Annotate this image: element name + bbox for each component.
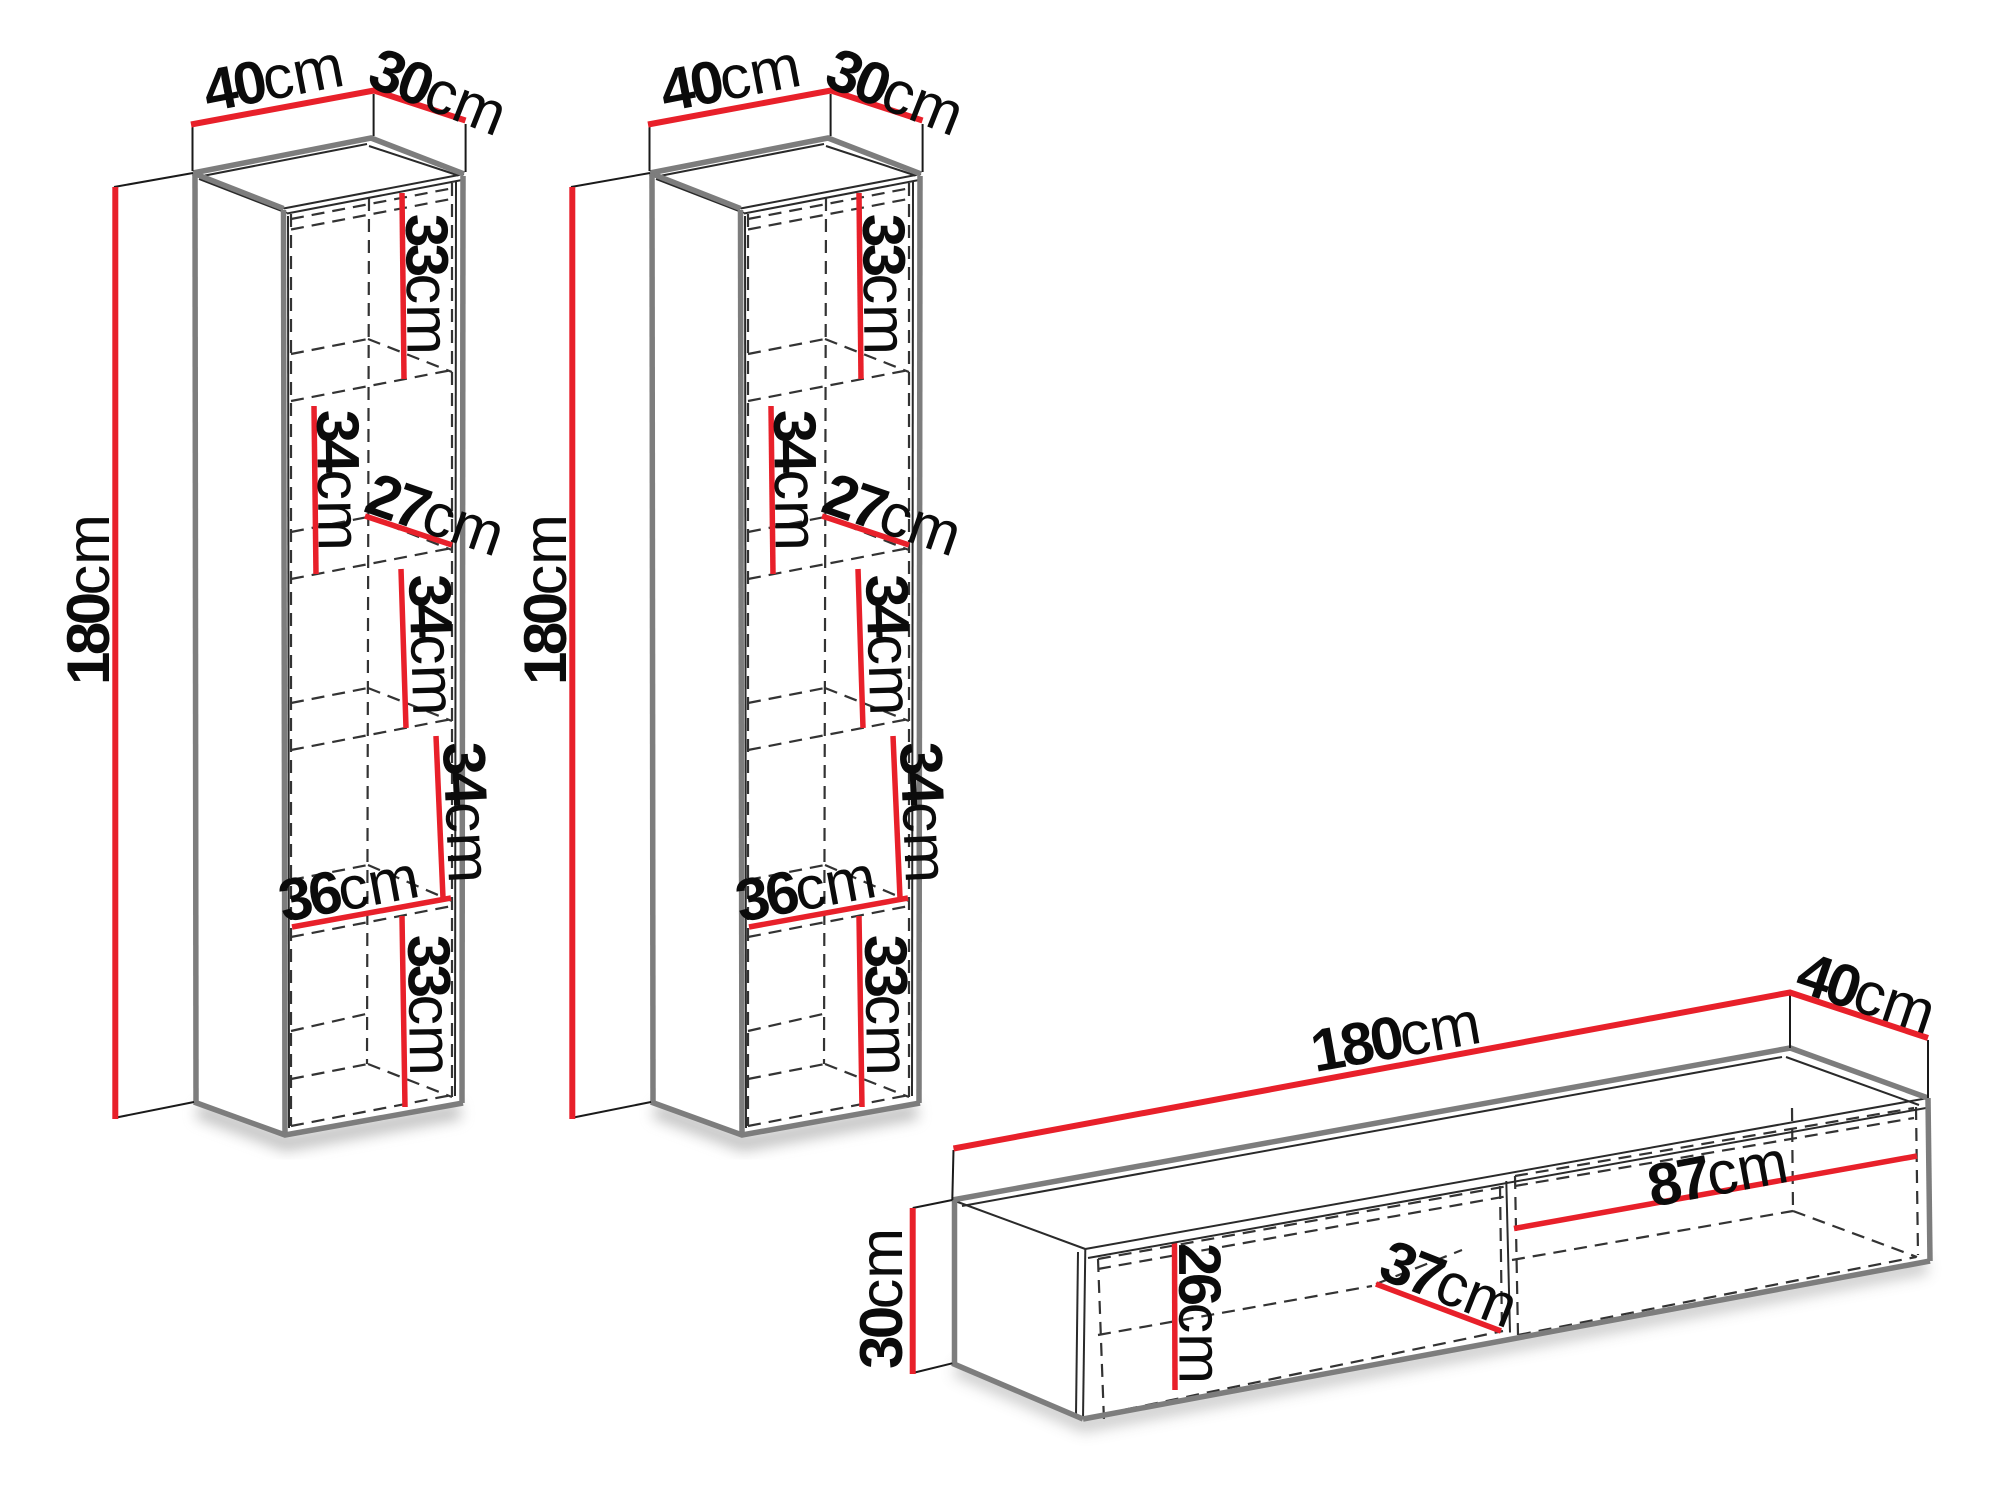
svg-text:30cm: 30cm [847, 1228, 915, 1369]
svg-text:87cm: 87cm [1642, 1127, 1793, 1220]
svg-text:180cm: 180cm [1305, 988, 1485, 1085]
svg-text:26cm: 26cm [1166, 1243, 1234, 1384]
